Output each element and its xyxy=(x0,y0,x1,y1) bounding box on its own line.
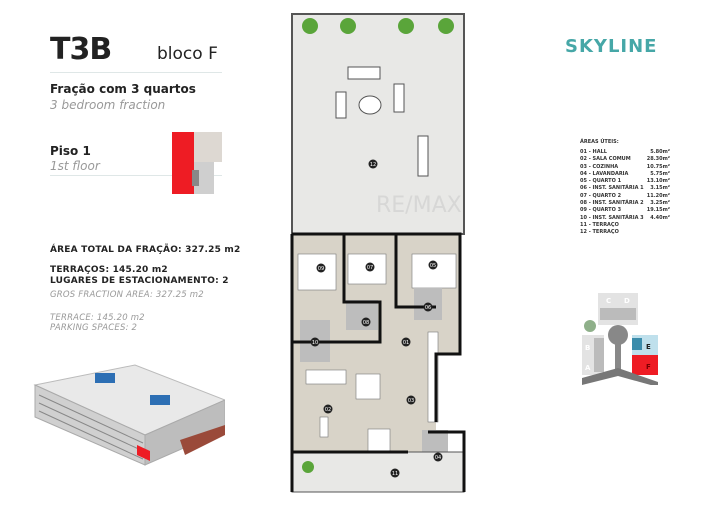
area-name: 10 - INST. SANITÁRIA 3 xyxy=(580,214,644,221)
area-value: 3.15m² xyxy=(650,185,670,192)
room-01-label: 01 xyxy=(403,340,409,346)
area-row: 09 - QUARTO 3 19.15m² xyxy=(580,207,670,214)
divider xyxy=(50,175,222,176)
area-name: 09 - QUARTO 3 xyxy=(580,207,622,214)
floor-plan: RE/MAX 01 02 03 04 05 06 07 08 09 xyxy=(290,13,466,493)
block-b-label: B xyxy=(585,344,590,352)
area-row: 11 - TERRAÇO xyxy=(580,222,670,229)
area-value: 5.75m² xyxy=(650,170,670,177)
skyline-logo: SKYLINE xyxy=(565,36,658,57)
area-value: 11.20m² xyxy=(646,192,670,199)
area-value: 4.40m² xyxy=(650,214,670,221)
area-row: 04 - LAVANDARIA 5.75m² xyxy=(580,171,670,178)
gross-area-en: GROS FRACTION AREA: 327.25 m2 xyxy=(50,290,204,300)
block-d-label: D xyxy=(624,297,630,305)
area-row: 07 - QUARTO 2 11.20m² xyxy=(580,193,670,200)
area-row: 12 - TERRAÇO xyxy=(580,229,670,236)
floor-title: Piso 1 xyxy=(50,144,91,158)
room-07-label: 07 xyxy=(367,265,373,271)
room-06-label: 06 xyxy=(425,305,431,311)
total-area: ÁREA TOTAL DA FRAÇÃO: 327.25 m2 xyxy=(50,245,241,255)
area-row: 01 - HALL 5.80m² xyxy=(580,149,670,156)
area-name: 04 - LAVANDARIA xyxy=(580,170,629,177)
area-row: 03 - COZINHA 10.75m² xyxy=(580,164,670,171)
area-row: 05 - QUARTO 1 13.10m² xyxy=(580,178,670,185)
room-02-label: 02 xyxy=(325,407,331,413)
area-value: 19.15m² xyxy=(646,207,670,214)
area-value: 10.75m² xyxy=(646,163,670,170)
area-name: 11 - TERRAÇO xyxy=(580,221,619,228)
site-key-plan: C D B A E F xyxy=(582,293,658,385)
room-05-label: 05 xyxy=(430,263,436,269)
room-03-label: 03 xyxy=(408,398,414,404)
building-render xyxy=(33,364,225,466)
area-value: 5.80m² xyxy=(650,149,670,155)
block-name: bloco F xyxy=(157,44,218,64)
area-value: 3.25m² xyxy=(650,200,670,207)
area-name: 12 - TERRAÇO xyxy=(580,229,619,236)
room-04-label: 04 xyxy=(435,455,441,461)
room-10-label: 10 xyxy=(312,340,318,346)
block-c-label: C xyxy=(606,297,611,305)
area-value: 13.10m² xyxy=(646,178,670,185)
area-name: 05 - QUARTO 1 xyxy=(580,178,622,185)
block-f-label: F xyxy=(646,363,651,371)
block-a-label: A xyxy=(585,364,591,372)
room-12-label: 12 xyxy=(370,162,376,168)
watermark: RE/MAX xyxy=(376,193,462,218)
area-row: 06 - INST. SANITÁRIA 1 3.15m² xyxy=(580,185,670,192)
block-e-label: E xyxy=(646,343,651,351)
area-row: 08 - INST. SANITÁRIA 2 3.25m² xyxy=(580,200,670,207)
terrace-en: TERRACE: 145.20 m2 xyxy=(50,313,145,323)
parking-en: PARKING SPACES: 2 xyxy=(50,323,138,333)
unit-type: T3B xyxy=(50,32,112,67)
floor-key-plan xyxy=(172,132,222,194)
area-name: 01 - HALL xyxy=(580,149,607,155)
terraces-area: TERRAÇOS: 145.20 m2 xyxy=(50,265,168,275)
floor-subtitle: 1st floor xyxy=(50,159,100,173)
fraction-subtitle: 3 bedroom fraction xyxy=(50,98,166,112)
area-name: 07 - QUARTO 2 xyxy=(580,192,622,199)
room-11-label: 11 xyxy=(392,471,398,477)
area-name: 06 - INST. SANITÁRIA 1 xyxy=(580,185,644,192)
areas-title: ÁREAS ÚTEIS: xyxy=(580,139,619,145)
area-row: 10 - INST. SANITÁRIA 3 4.40m² xyxy=(580,215,670,222)
area-name: 08 - INST. SANITÁRIA 2 xyxy=(580,200,644,207)
fraction-title: Fração com 3 quartos xyxy=(50,82,196,96)
area-name: 03 - COZINHA xyxy=(580,163,619,170)
area-value: 28.30m² xyxy=(646,156,670,163)
divider xyxy=(50,72,222,73)
area-name: 02 - SALA COMUM xyxy=(580,156,631,163)
parking-count: LUGARES DE ESTACIONAMENTO: 2 xyxy=(50,276,229,286)
area-row: 02 - SALA COMUM 28.30m² xyxy=(580,156,670,163)
room-09-label: 09 xyxy=(318,266,324,272)
room-08-label: 08 xyxy=(363,320,369,326)
